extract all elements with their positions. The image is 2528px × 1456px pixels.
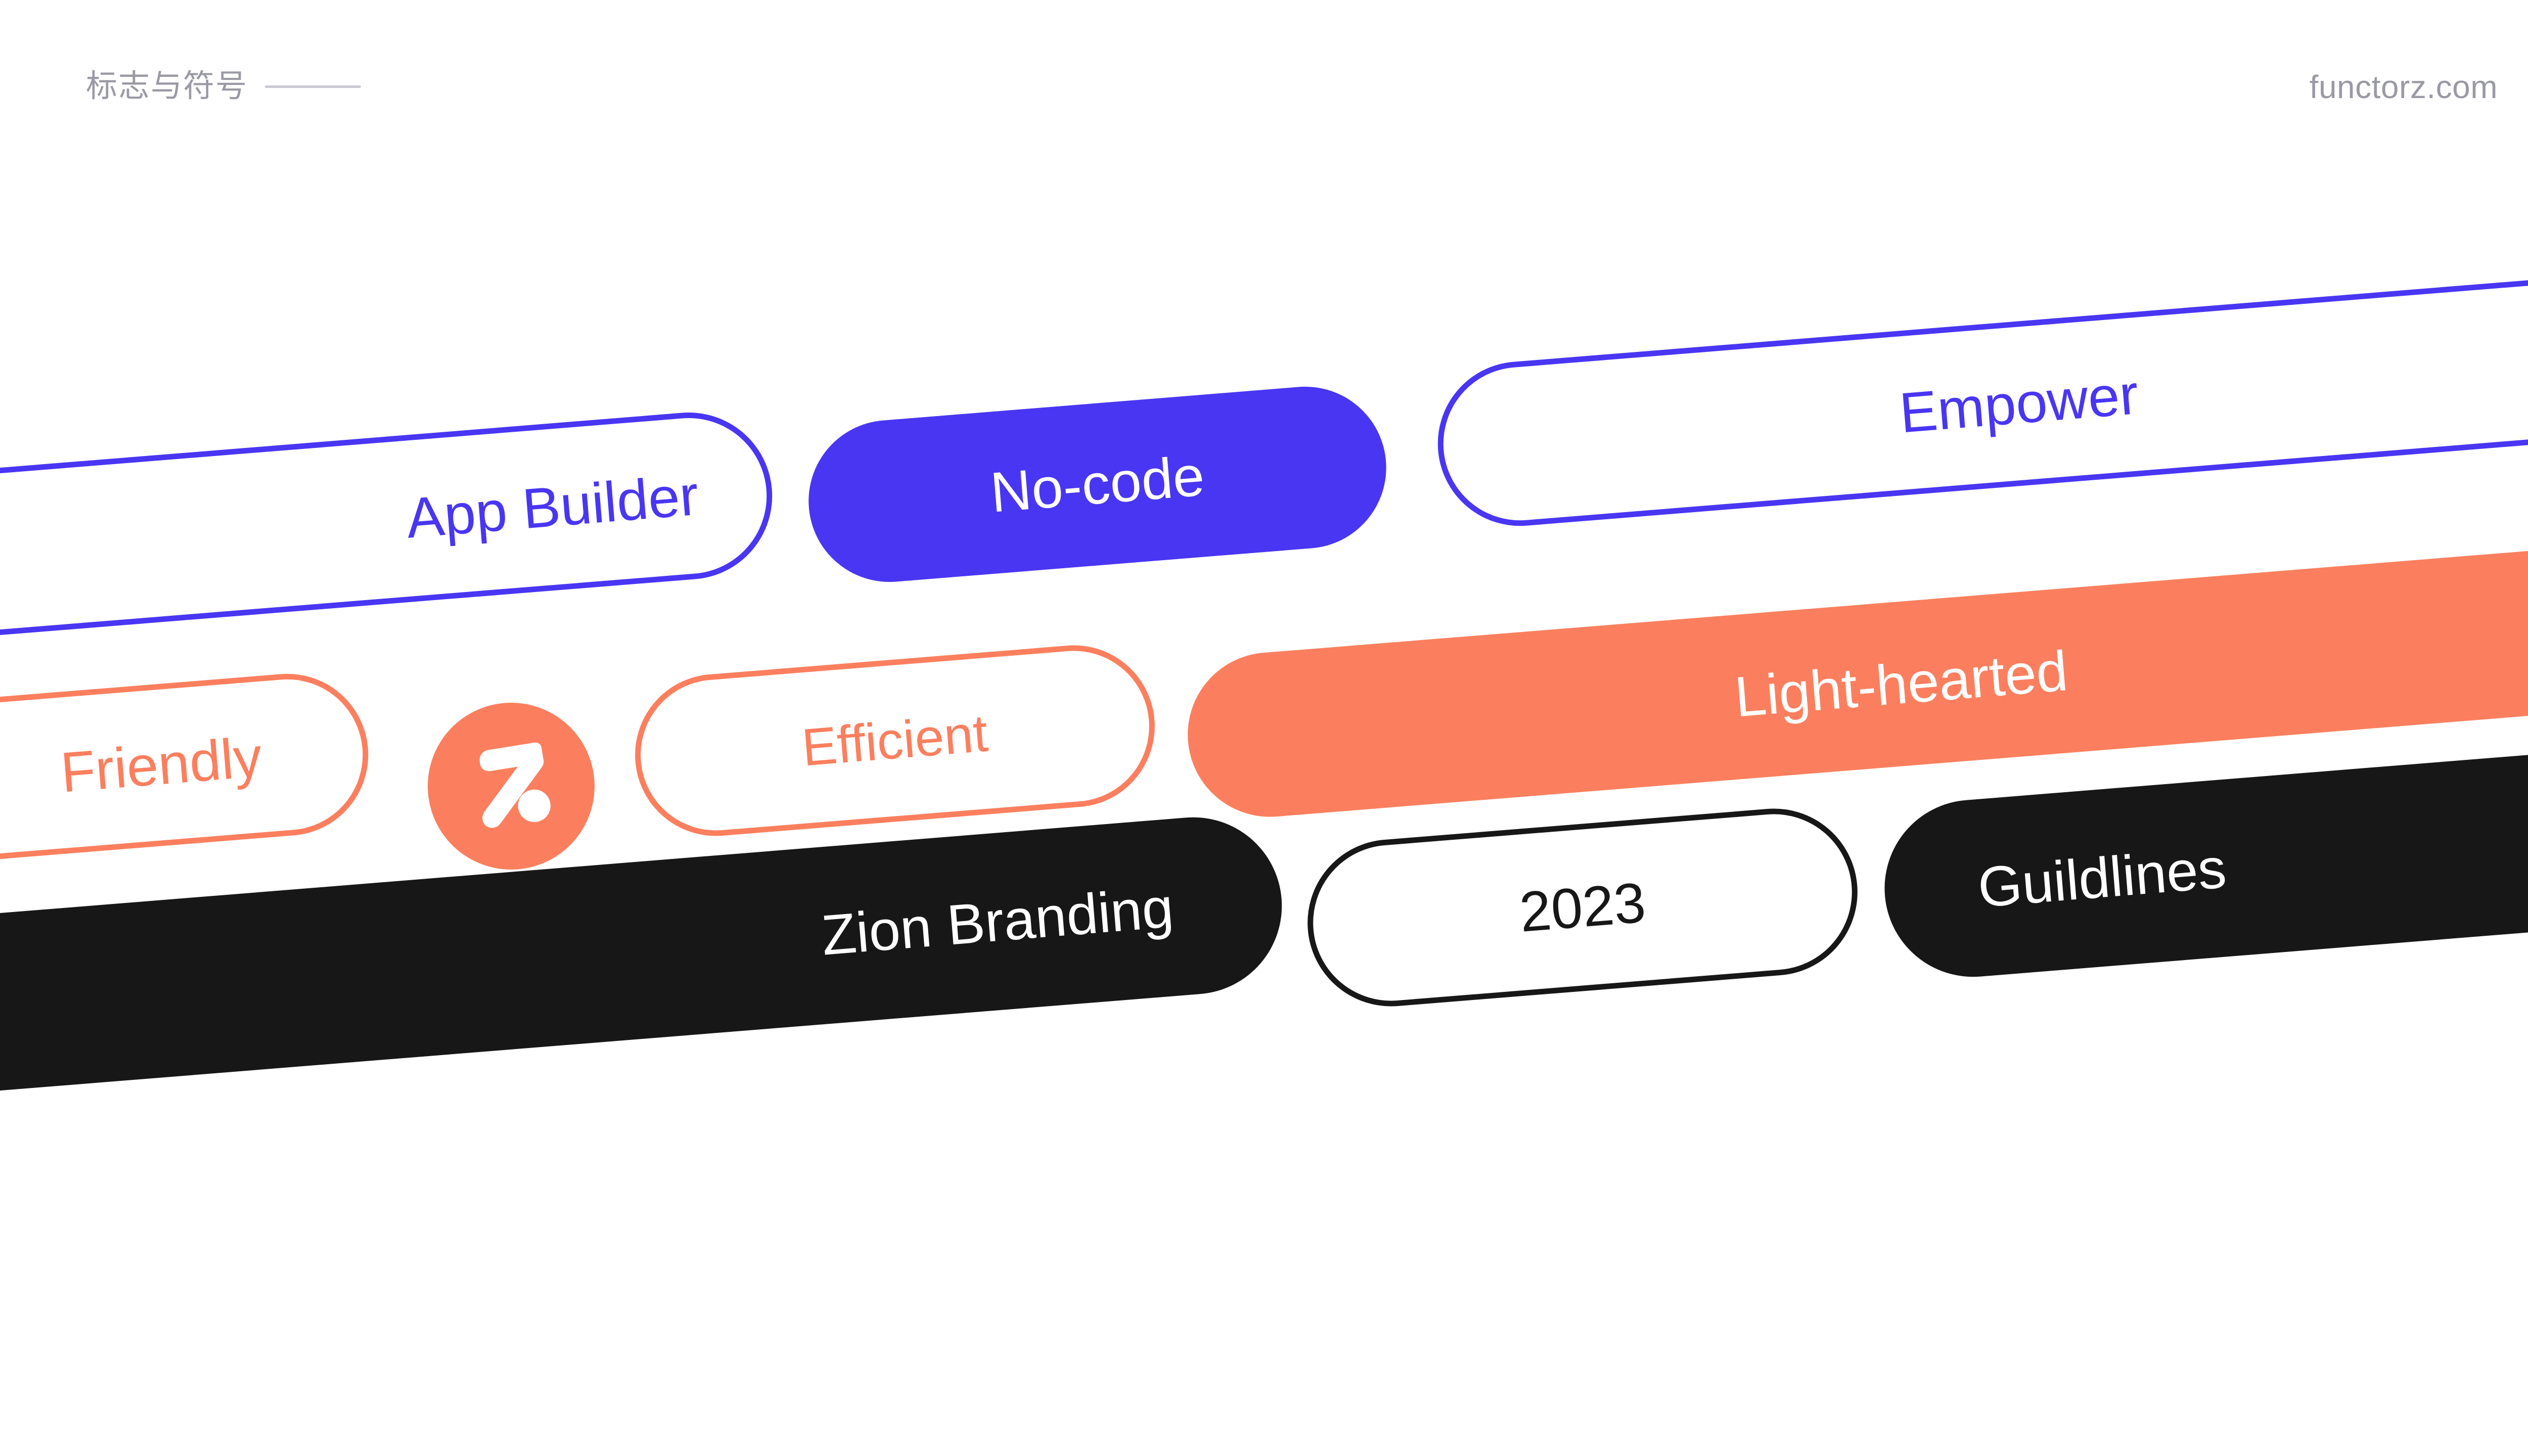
tag-label: Guildlines <box>1975 836 2229 920</box>
tag-label: No-code <box>988 444 1207 524</box>
tag-pill-guildlines[interactable]: Guildlines <box>1878 730 2528 984</box>
tag-pill-friendly[interactable]: Friendly <box>0 667 375 885</box>
section-label: 标志与符号 <box>86 69 248 104</box>
tag-label: Efficient <box>799 704 990 778</box>
tag-pill-no-code[interactable]: No-code <box>802 380 1392 588</box>
tag-label: Zion Branding <box>819 876 1176 967</box>
site-url: functorz.com <box>2309 69 2498 105</box>
tag-label: Friendly <box>58 725 264 804</box>
tag-pill-year[interactable]: 2023 <box>1301 802 1864 1013</box>
tag-label: Light-hearted <box>1732 639 2070 729</box>
tag-label: 2023 <box>1517 871 1648 944</box>
tag-pill-efficient[interactable]: Efficient <box>628 639 1161 842</box>
horizontal-rule-icon <box>265 85 362 88</box>
tag-pill-zion-branding[interactable]: Zion Branding <box>0 810 1289 1121</box>
tag-pill-app-builder[interactable]: App Builder <box>0 406 779 656</box>
tag-pill-empower[interactable]: Empower <box>1431 259 2528 532</box>
section-label-group: 标志与符号 <box>86 69 362 104</box>
zion-logo-badge[interactable] <box>421 696 601 876</box>
zion-logo-mark <box>479 742 551 828</box>
tag-label: App Builder <box>403 463 701 550</box>
tag-label: Empower <box>1897 362 2141 445</box>
